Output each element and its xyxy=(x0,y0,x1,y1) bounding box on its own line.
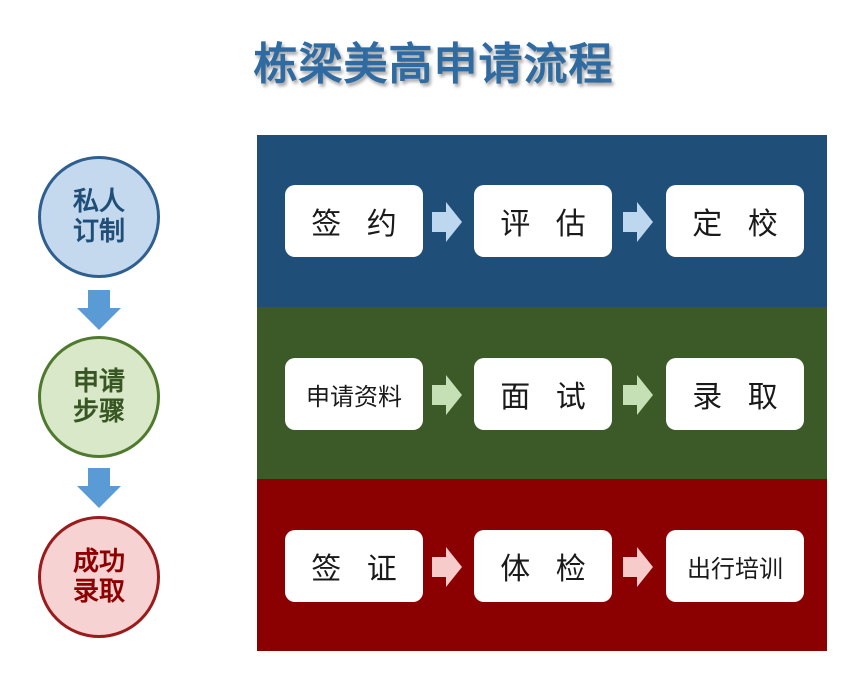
step-box-departure-training: 出行培训 xyxy=(666,530,804,602)
stage-admit-circle: 成功 录取 xyxy=(38,516,160,638)
right-arrow-icon xyxy=(432,547,462,587)
stage-label-line2: 录取 xyxy=(72,577,125,607)
stage-label-line2: 订制 xyxy=(72,217,125,247)
right-arrow-icon xyxy=(432,202,462,242)
down-arrow-icon xyxy=(77,468,121,508)
stage-label-line1: 成功 xyxy=(72,547,125,577)
step-box-school-select: 定 校 xyxy=(666,185,804,257)
step-box-medical: 体 检 xyxy=(474,530,612,602)
right-arrow-icon xyxy=(432,375,462,415)
step-box-materials: 申请资料 xyxy=(285,358,423,430)
right-arrow-icon xyxy=(623,375,653,415)
step-box-interview: 面 试 xyxy=(474,358,612,430)
stage-label-line1: 私人 xyxy=(72,187,125,217)
stage-apply-circle: 申请 步骤 xyxy=(38,336,160,458)
stage-label-line2: 步骤 xyxy=(72,397,125,427)
step-box-visa: 签 证 xyxy=(285,530,423,602)
stage-custom-circle: 私人 订制 xyxy=(38,156,160,278)
step-box-assess: 评 估 xyxy=(474,185,612,257)
stage-label-line1: 申请 xyxy=(72,367,125,397)
right-arrow-icon xyxy=(623,547,653,587)
step-box-sign: 签 约 xyxy=(285,185,423,257)
down-arrow-icon xyxy=(77,290,121,330)
right-arrow-icon xyxy=(623,202,653,242)
page-title: 栋梁美高申请流程 xyxy=(253,39,614,90)
step-box-admission: 录 取 xyxy=(666,358,804,430)
